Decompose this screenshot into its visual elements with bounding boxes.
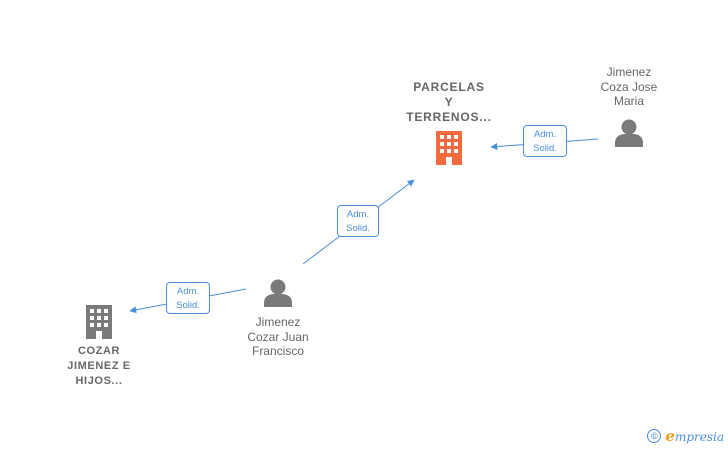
person-icon xyxy=(264,279,292,307)
node-parcelas-y-terrenos[interactable]: PARCELAS Y TERRENOS... xyxy=(399,80,499,165)
role-badge-adm-solid: Adm. Solid. xyxy=(337,205,379,237)
node-label: Cozar Juan xyxy=(247,329,309,344)
copyright-icon: © xyxy=(647,429,662,443)
node-label: PARCELAS xyxy=(413,80,485,94)
node-label: Maria xyxy=(613,94,644,108)
empresia-watermark: © empresia xyxy=(647,427,724,445)
node-label: Jimenez xyxy=(606,65,652,79)
role-line: Solid. xyxy=(176,300,200,311)
node-label: Francisco xyxy=(251,344,304,358)
role-line: Adm. xyxy=(346,209,370,220)
node-label: HIJOS... xyxy=(75,375,123,387)
brand-logo: empresia xyxy=(665,427,724,445)
building-icon xyxy=(436,131,462,165)
building-icon xyxy=(86,305,112,339)
role-line: Solid. xyxy=(346,223,370,234)
role-line: Adm. xyxy=(176,286,200,297)
node-label: COZAR xyxy=(77,345,121,357)
role-line: Adm. xyxy=(533,129,557,140)
node-jimenez-coza-jose-maria[interactable]: Jimenez Coza Jose Maria xyxy=(588,65,670,147)
role-badge-adm-solid: Adm. Solid. xyxy=(166,282,210,314)
node-jimenez-cozar-juan-francisco[interactable]: Jimenez Cozar Juan Francisco xyxy=(233,279,323,359)
node-label: TERRENOS... xyxy=(406,110,492,124)
role-line: Solid. xyxy=(533,143,557,154)
node-label: Jimenez xyxy=(255,315,301,329)
node-label: Y xyxy=(444,95,454,109)
node-cozar-jimenez-e-hijos[interactable]: COZAR JIMENEZ E HIJOS... xyxy=(54,305,144,389)
node-label: Coza Jose xyxy=(600,79,658,94)
node-label: JIMENEZ E xyxy=(67,360,131,372)
role-badge-adm-solid: Adm. Solid. xyxy=(523,125,567,157)
person-icon xyxy=(615,119,643,147)
brand-rest: mpresia xyxy=(674,430,724,444)
brand-initial: e xyxy=(665,427,675,445)
